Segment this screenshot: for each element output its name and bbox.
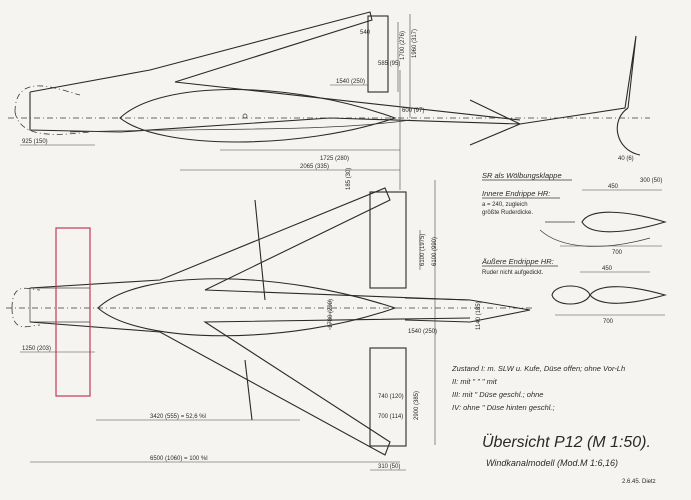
dim-label-side-skid2: 300 (50) bbox=[640, 178, 662, 184]
dim-label-plan-1780: 1780 (290) bbox=[328, 299, 334, 328]
plan-probe-upper bbox=[254, 199, 266, 301]
plan-fuselage-rear bbox=[29, 287, 91, 323]
outer-airfoil-front bbox=[551, 285, 591, 305]
outer-rib-heading: Äußere Endrippe HR: bbox=[481, 257, 554, 266]
side-skid bbox=[616, 107, 641, 156]
config-table: Zustand I: m. SLW u. Kufe, Düse offen; o… bbox=[451, 364, 625, 412]
dim-label-plan-6500: 6500 (1060) = 100 %l bbox=[150, 456, 208, 462]
dim-label-side-skid: 40 (6) bbox=[618, 156, 634, 162]
plan-nacelle bbox=[97, 278, 397, 337]
plan-view: 185 (30) 6100 (1975) 6100 (990) 1780 (29… bbox=[6, 168, 535, 471]
inner-arc bbox=[539, 229, 651, 247]
outer-airfoil-rear bbox=[589, 286, 668, 304]
inner-rib-heading: Innere Endrippe HR: bbox=[482, 189, 550, 198]
side-wing-line bbox=[69, 119, 411, 133]
dim-label-side-1725: 1725 (280) bbox=[320, 156, 349, 162]
side-nose-dash bbox=[14, 85, 81, 113]
outer-dim-450-label: 450 bbox=[602, 266, 613, 272]
dim-label-side-height2: 1960 (317) bbox=[412, 29, 418, 58]
dim-label-plan-3420: 3420 (555) = 52,6 %l bbox=[150, 414, 206, 420]
side-fin bbox=[367, 15, 389, 93]
plan-nose-dash2 bbox=[11, 307, 41, 328]
side-view: 540 585 (95) 1700 (276) 1960 (317) 1540 … bbox=[8, 11, 662, 190]
dim-label-plan-tip: 185 (30) bbox=[346, 168, 352, 190]
outer-note: Ruder nicht aufgedickt. bbox=[482, 270, 544, 276]
config-row-2: II: mit " " " mit bbox=[452, 377, 498, 386]
dim-label-plan-1540: 1540 (250) bbox=[408, 329, 437, 335]
plan-tip-fin-upper bbox=[369, 191, 407, 289]
dim-label-plan-740: 740 (120) bbox=[378, 394, 404, 400]
sr-heading: SR als Wölbungsklappe bbox=[482, 171, 562, 180]
dim-label-side-height1: 1700 (276) bbox=[400, 31, 406, 60]
inner-note-1: a = 240, zugleich bbox=[482, 202, 528, 208]
dim-label-side-fin-top: 540 bbox=[360, 30, 371, 36]
dim-label-plan-700: 700 (114) bbox=[378, 414, 403, 420]
dim-label-plan-1250: 1250 (203) bbox=[22, 346, 51, 352]
config-row-4: IV: ohne " Düse hinten geschl.; bbox=[452, 403, 555, 412]
config-row-1: Zustand I: m. SLW u. Kufe, Düse offen; o… bbox=[451, 364, 625, 373]
side-fuselage-lower bbox=[29, 92, 521, 133]
airfoil-sections: SR als Wölbungsklappe Innere Endrippe HR… bbox=[481, 171, 668, 325]
side-cg-mark bbox=[242, 113, 248, 119]
inner-airfoil bbox=[581, 211, 667, 233]
dim-label-side-fin-height: 585 (95) bbox=[378, 61, 400, 67]
inner-note-2: größte Ruderdicke. bbox=[482, 210, 533, 216]
dim-label-side-2065: 2065 (335) bbox=[300, 164, 329, 170]
dim-label-plan-6100: 6100 (1975) bbox=[420, 234, 426, 266]
plan-wing-upper-edge bbox=[29, 187, 471, 301]
plan-nose-dash bbox=[11, 287, 41, 309]
dim-label-side-nose: 925 (150) bbox=[22, 139, 48, 145]
dim-label-plan-tipw: 310 (50) bbox=[378, 464, 400, 470]
inner-dim-700-label: 700 bbox=[612, 250, 623, 256]
dim-label-plan-2900: 2900 (385) bbox=[414, 391, 420, 420]
drawing-date: 2.6.45. Dietz bbox=[622, 479, 656, 485]
plan-tip-fin-lower bbox=[369, 347, 407, 447]
plan-tail bbox=[404, 297, 531, 323]
side-nacelle bbox=[119, 88, 397, 143]
plan-red-box bbox=[55, 227, 91, 397]
dim-label-plan-6100b: 6100 (990) bbox=[432, 237, 438, 266]
plan-wing-lower-edge bbox=[29, 317, 471, 456]
side-fuselage-upper bbox=[29, 11, 521, 121]
dim-label-side-fin-chord: 1540 (250) bbox=[336, 79, 365, 85]
config-row-3: III: mit " Düse geschl.; ohne bbox=[452, 390, 543, 399]
inner-dim-450-label: 450 bbox=[608, 184, 619, 190]
plan-probe-lower bbox=[244, 359, 253, 421]
dim-label-plan-tail: 1140 (185) bbox=[476, 301, 482, 330]
drawing-subtitle: Windkanalmodell (Mod.M 1:6,16) bbox=[486, 458, 618, 468]
side-rudder bbox=[519, 35, 637, 125]
dim-label-side-small: 600 (97) bbox=[402, 108, 424, 114]
drawing-title: Übersicht P12 (M 1:50). bbox=[482, 433, 651, 451]
title-block: Übersicht P12 (M 1:50). Windkanalmodell … bbox=[482, 433, 656, 485]
outer-dim-700-label: 700 bbox=[603, 319, 614, 325]
